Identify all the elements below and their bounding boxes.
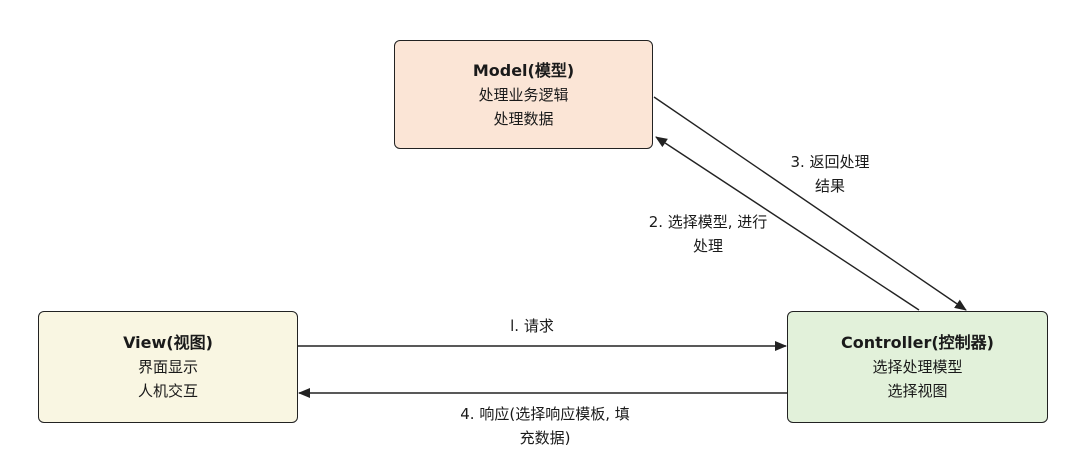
view-line-1: 界面显示 — [137, 358, 198, 376]
edge-label-request: l. 请求 — [492, 314, 572, 338]
controller-line-1: 选择处理模型 — [872, 358, 963, 376]
arrow-select-model — [655, 136, 920, 311]
controller-node: Controller(控制器) 选择处理模型 选择视图 — [787, 311, 1048, 423]
controller-line-2: 选择视图 — [887, 382, 948, 400]
edge-label-return-result-line-2: 结果 — [814, 177, 845, 195]
edge-label-response-line-2: 充数据) — [519, 429, 571, 447]
edge-label-select-model-line-1: 2. 选择模型, 进行 — [648, 213, 768, 231]
edge-label-response-line-1: 4. 响应(选择响应模板, 填 — [460, 405, 630, 423]
model-node: Model(模型) 处理业务逻辑 处理数据 — [394, 40, 653, 149]
arrow-return-result — [653, 96, 967, 311]
edge-label-select-model-line-2: 处理 — [692, 237, 723, 255]
edge-label-request-line-1: l. 请求 — [510, 317, 554, 335]
controller-title: Controller(控制器) — [841, 333, 994, 352]
edge-label-response: 4. 响应(选择响应模板, 填 充数据) — [420, 402, 670, 450]
edge-label-return-result-line-1: 3. 返回处理 — [790, 153, 870, 171]
model-title: Model(模型) — [472, 60, 575, 80]
view-title: View(视图) — [123, 333, 213, 352]
view-node: View(视图) 界面显示 人机交互 — [38, 311, 298, 423]
edge-label-return-result: 3. 返回处理 结果 — [770, 150, 890, 198]
edge-label-select-model: 2. 选择模型, 进行 处理 — [628, 210, 788, 258]
model-line-1: 处理业务逻辑 — [478, 85, 569, 104]
model-line-2: 处理数据 — [493, 109, 554, 128]
view-line-2: 人机交互 — [137, 382, 198, 400]
